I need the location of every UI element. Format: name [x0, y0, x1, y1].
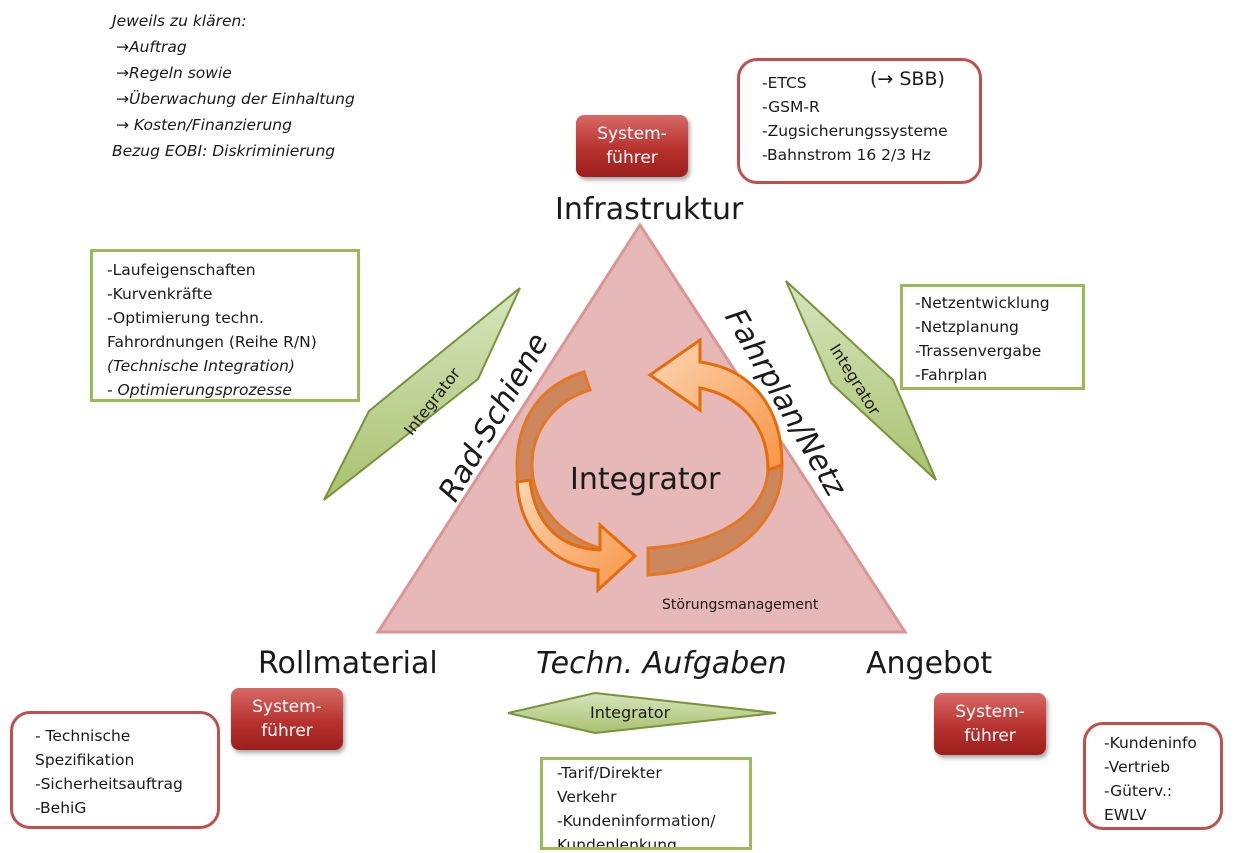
techn-line-kundeninformation: -Kundeninformation/ — [557, 812, 716, 830]
vertex-angebot: Angebot — [866, 646, 993, 681]
fahrplan-line-trassenvergabe: -Trassenvergabe — [915, 342, 1042, 360]
infrastruktur-info-box: -ETCS -GSM-R -Zugsicherungssysteme -Bahn… — [737, 58, 982, 184]
infra-sbb-note: (→ SBB) — [870, 68, 945, 90]
fahrplan-info-box: -Netzentwicklung -Netzplanung -Trassenve… — [900, 284, 1085, 390]
integrator-diamond-left — [323, 287, 521, 501]
cycle-band-right-icon — [646, 464, 784, 577]
infra-line-zugsicherung: -Zugsicherungssysteme — [762, 122, 948, 140]
vertex-rollmaterial: Rollmaterial — [258, 646, 438, 681]
fahrplan-line-netzplanung: -Netzplanung — [915, 318, 1019, 336]
fahrplan-line-fahrplan: -Fahrplan — [915, 366, 988, 384]
systemfuehrer-label-line1: System- — [252, 697, 322, 717]
systemfuehrer-label-line2: führer — [606, 148, 658, 168]
integration-triangle — [375, 222, 908, 634]
systemfuehrer-label-line2: führer — [964, 726, 1016, 746]
techn-line-verkehr: Verkehr — [557, 788, 617, 806]
techn-aufgaben-info-box: -Tarif/Direkter Verkehr -Kundeninformati… — [540, 757, 752, 850]
roll-line-sicherheit: -Sicherheitsauftrag — [35, 775, 183, 793]
angebot-line-gueterv: -Güterv.: — [1104, 782, 1173, 800]
systemfuehrer-label-line2: führer — [261, 721, 313, 741]
integrator-diamond-right — [785, 280, 937, 481]
integrator-label-bottom: Integrator — [590, 703, 671, 722]
cycle-arrow-lower-icon — [515, 478, 638, 594]
systemfuehrer-button-rollmaterial[interactable]: System- führer — [231, 688, 343, 750]
angebot-line-ewlv: EWLV — [1104, 806, 1147, 824]
cycle-arrow-upper-icon — [647, 337, 784, 473]
clarification-notes: Jeweils zu klären: →Auftrag →Regeln sowi… — [112, 8, 355, 164]
angebot-line-vertrieb: -Vertrieb — [1104, 758, 1171, 776]
rad-line-fahrordnungen: Fahrordnungen (Reihe R/N) — [107, 333, 317, 351]
infra-line-gsmr: -GSM-R — [762, 98, 820, 116]
notes-item-regeln: →Regeln sowie — [116, 64, 232, 82]
edge-techn-aufgaben: Techn. Aufgaben — [536, 646, 787, 681]
systemfuehrer-label-line1: System- — [597, 124, 667, 144]
rad-line-optimierungsprozesse: - Optimierungsprozesse — [107, 381, 292, 399]
angebot-info-box: -Kundeninfo -Vertrieb -Güterv.: EWLV — [1083, 722, 1223, 830]
techn-line-kundenlenkung: Kundenlenkung — [557, 836, 677, 850]
cycle-arrows — [515, 337, 784, 594]
techn-line-tarif: -Tarif/Direkter — [557, 764, 662, 782]
roll-line-spec2: Spezifikation — [35, 751, 135, 769]
rad-line-lauf: -Laufeigenschaften — [107, 261, 256, 279]
infra-line-bahnstrom: -Bahnstrom 16 2/3 Hz — [762, 146, 931, 164]
notes-item-kosten: → Kosten/Finanzierung — [116, 116, 292, 134]
systemfuehrer-label-line1: System- — [955, 702, 1025, 722]
roll-line-behig: -BehiG — [35, 799, 87, 817]
rad-line-tech-integration: (Technische Integration) — [107, 357, 295, 375]
rad-line-kurven: -Kurvenkräfte — [107, 285, 213, 303]
rollmaterial-info-box: - Technische Spezifikation -Sicherheitsa… — [10, 711, 220, 829]
center-integrator-label: Integrator — [570, 462, 721, 497]
vertex-infrastruktur: Infrastruktur — [555, 192, 744, 227]
infra-line-etcs: -ETCS — [762, 74, 807, 92]
integrator-diamond-bottom — [507, 691, 777, 735]
angebot-line-kundeninfo: -Kundeninfo — [1104, 734, 1197, 752]
roll-line-spec1: - Technische — [35, 727, 131, 745]
notes-heading: Jeweils zu klären: — [112, 12, 247, 30]
notes-item-auftrag: →Auftrag — [116, 38, 187, 56]
systemfuehrer-button-angebot[interactable]: System- führer — [934, 693, 1046, 755]
notes-item-eobi: Bezug EOBI: Diskriminierung — [112, 142, 336, 160]
notes-item-ueberwachung: →Überwachung der Einhaltung — [116, 90, 355, 108]
fahrplan-line-netzentwicklung: -Netzentwicklung — [915, 294, 1050, 312]
stoerungsmanagement-label: Störungsmanagement — [662, 597, 819, 613]
systemfuehrer-button-infrastruktur[interactable]: System- führer — [576, 115, 688, 177]
rad-line-optimierung: -Optimierung techn. — [107, 309, 264, 327]
rad-schiene-info-box: -Laufeigenschaften -Kurvenkräfte -Optimi… — [90, 249, 360, 402]
